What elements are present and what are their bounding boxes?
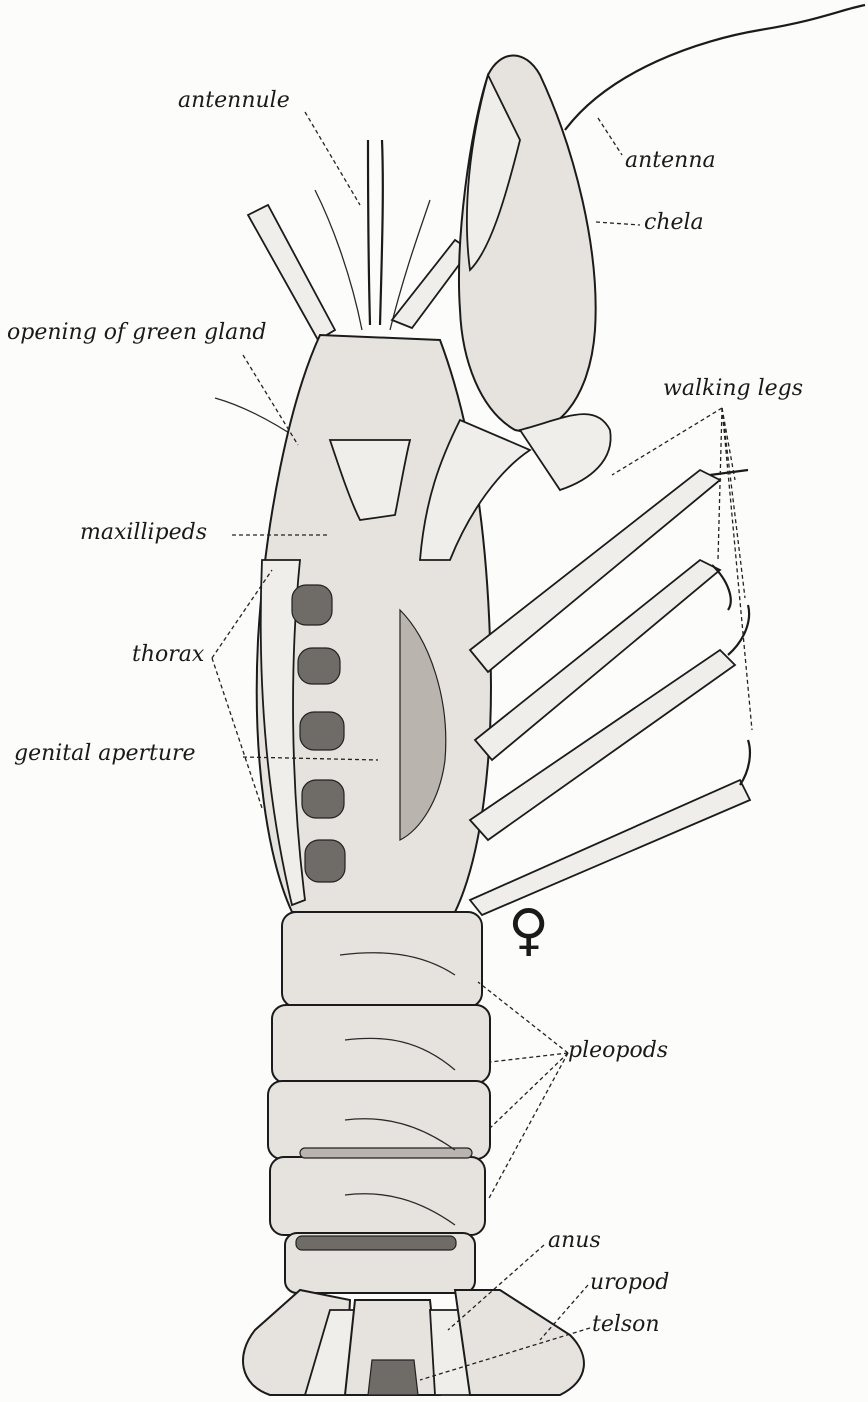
sternal-plate bbox=[302, 780, 344, 818]
leader-chela bbox=[596, 222, 640, 225]
walking-leg-1 bbox=[470, 470, 720, 672]
leader-antenna bbox=[598, 118, 622, 155]
sternal-plate bbox=[298, 648, 340, 684]
label-uropod: uropod bbox=[590, 1272, 669, 1294]
uropod-right bbox=[455, 1290, 584, 1395]
leader-pleopods-2 bbox=[490, 1053, 568, 1062]
label-thorax: thorax bbox=[132, 644, 204, 666]
abdomen-band bbox=[296, 1236, 456, 1250]
telson-shadow bbox=[368, 1360, 418, 1395]
leader-walking-legs-3 bbox=[722, 408, 745, 598]
label-anus: anus bbox=[548, 1230, 601, 1252]
walking-leg-3-tip bbox=[728, 605, 749, 655]
leader-antennule bbox=[305, 112, 360, 205]
label-antennule: antennule bbox=[178, 90, 290, 112]
leader-walking-legs-5 bbox=[718, 408, 722, 560]
label-antenna: antenna bbox=[625, 150, 716, 172]
female-symbol: ♀ bbox=[508, 903, 549, 959]
leader-pleopods-1 bbox=[478, 982, 568, 1053]
abdomen-segment bbox=[272, 1005, 490, 1083]
sternal-plate bbox=[305, 840, 345, 882]
leader-walking-legs-1 bbox=[612, 408, 722, 475]
claw-arm-lower bbox=[520, 414, 611, 490]
walking-leg-4-tip bbox=[740, 740, 750, 785]
label-telson: telson bbox=[592, 1314, 660, 1336]
label-genital-aperture: genital aperture bbox=[14, 743, 196, 765]
label-pleopods: pleopods bbox=[568, 1040, 668, 1062]
abdomen-band bbox=[300, 1148, 472, 1158]
sternal-plate bbox=[300, 712, 344, 750]
antenna-whip bbox=[565, 5, 865, 130]
label-chela: chela bbox=[644, 212, 704, 234]
leader-pleopods-3 bbox=[488, 1053, 568, 1130]
leader-pleopods-4 bbox=[488, 1053, 568, 1200]
label-opening-green-gland: opening of green gland bbox=[7, 322, 266, 344]
antennule-right bbox=[380, 140, 383, 325]
sternal-plate bbox=[292, 585, 332, 625]
label-maxillipeds: maxillipeds bbox=[80, 522, 207, 544]
leader-thorax-2 bbox=[212, 658, 262, 808]
leader-walking-legs-4 bbox=[722, 408, 752, 730]
abdomen-segment bbox=[282, 912, 482, 1007]
label-walking-legs: walking legs bbox=[663, 378, 803, 400]
walking-leg-2 bbox=[475, 560, 720, 760]
antennule-left bbox=[368, 140, 370, 325]
